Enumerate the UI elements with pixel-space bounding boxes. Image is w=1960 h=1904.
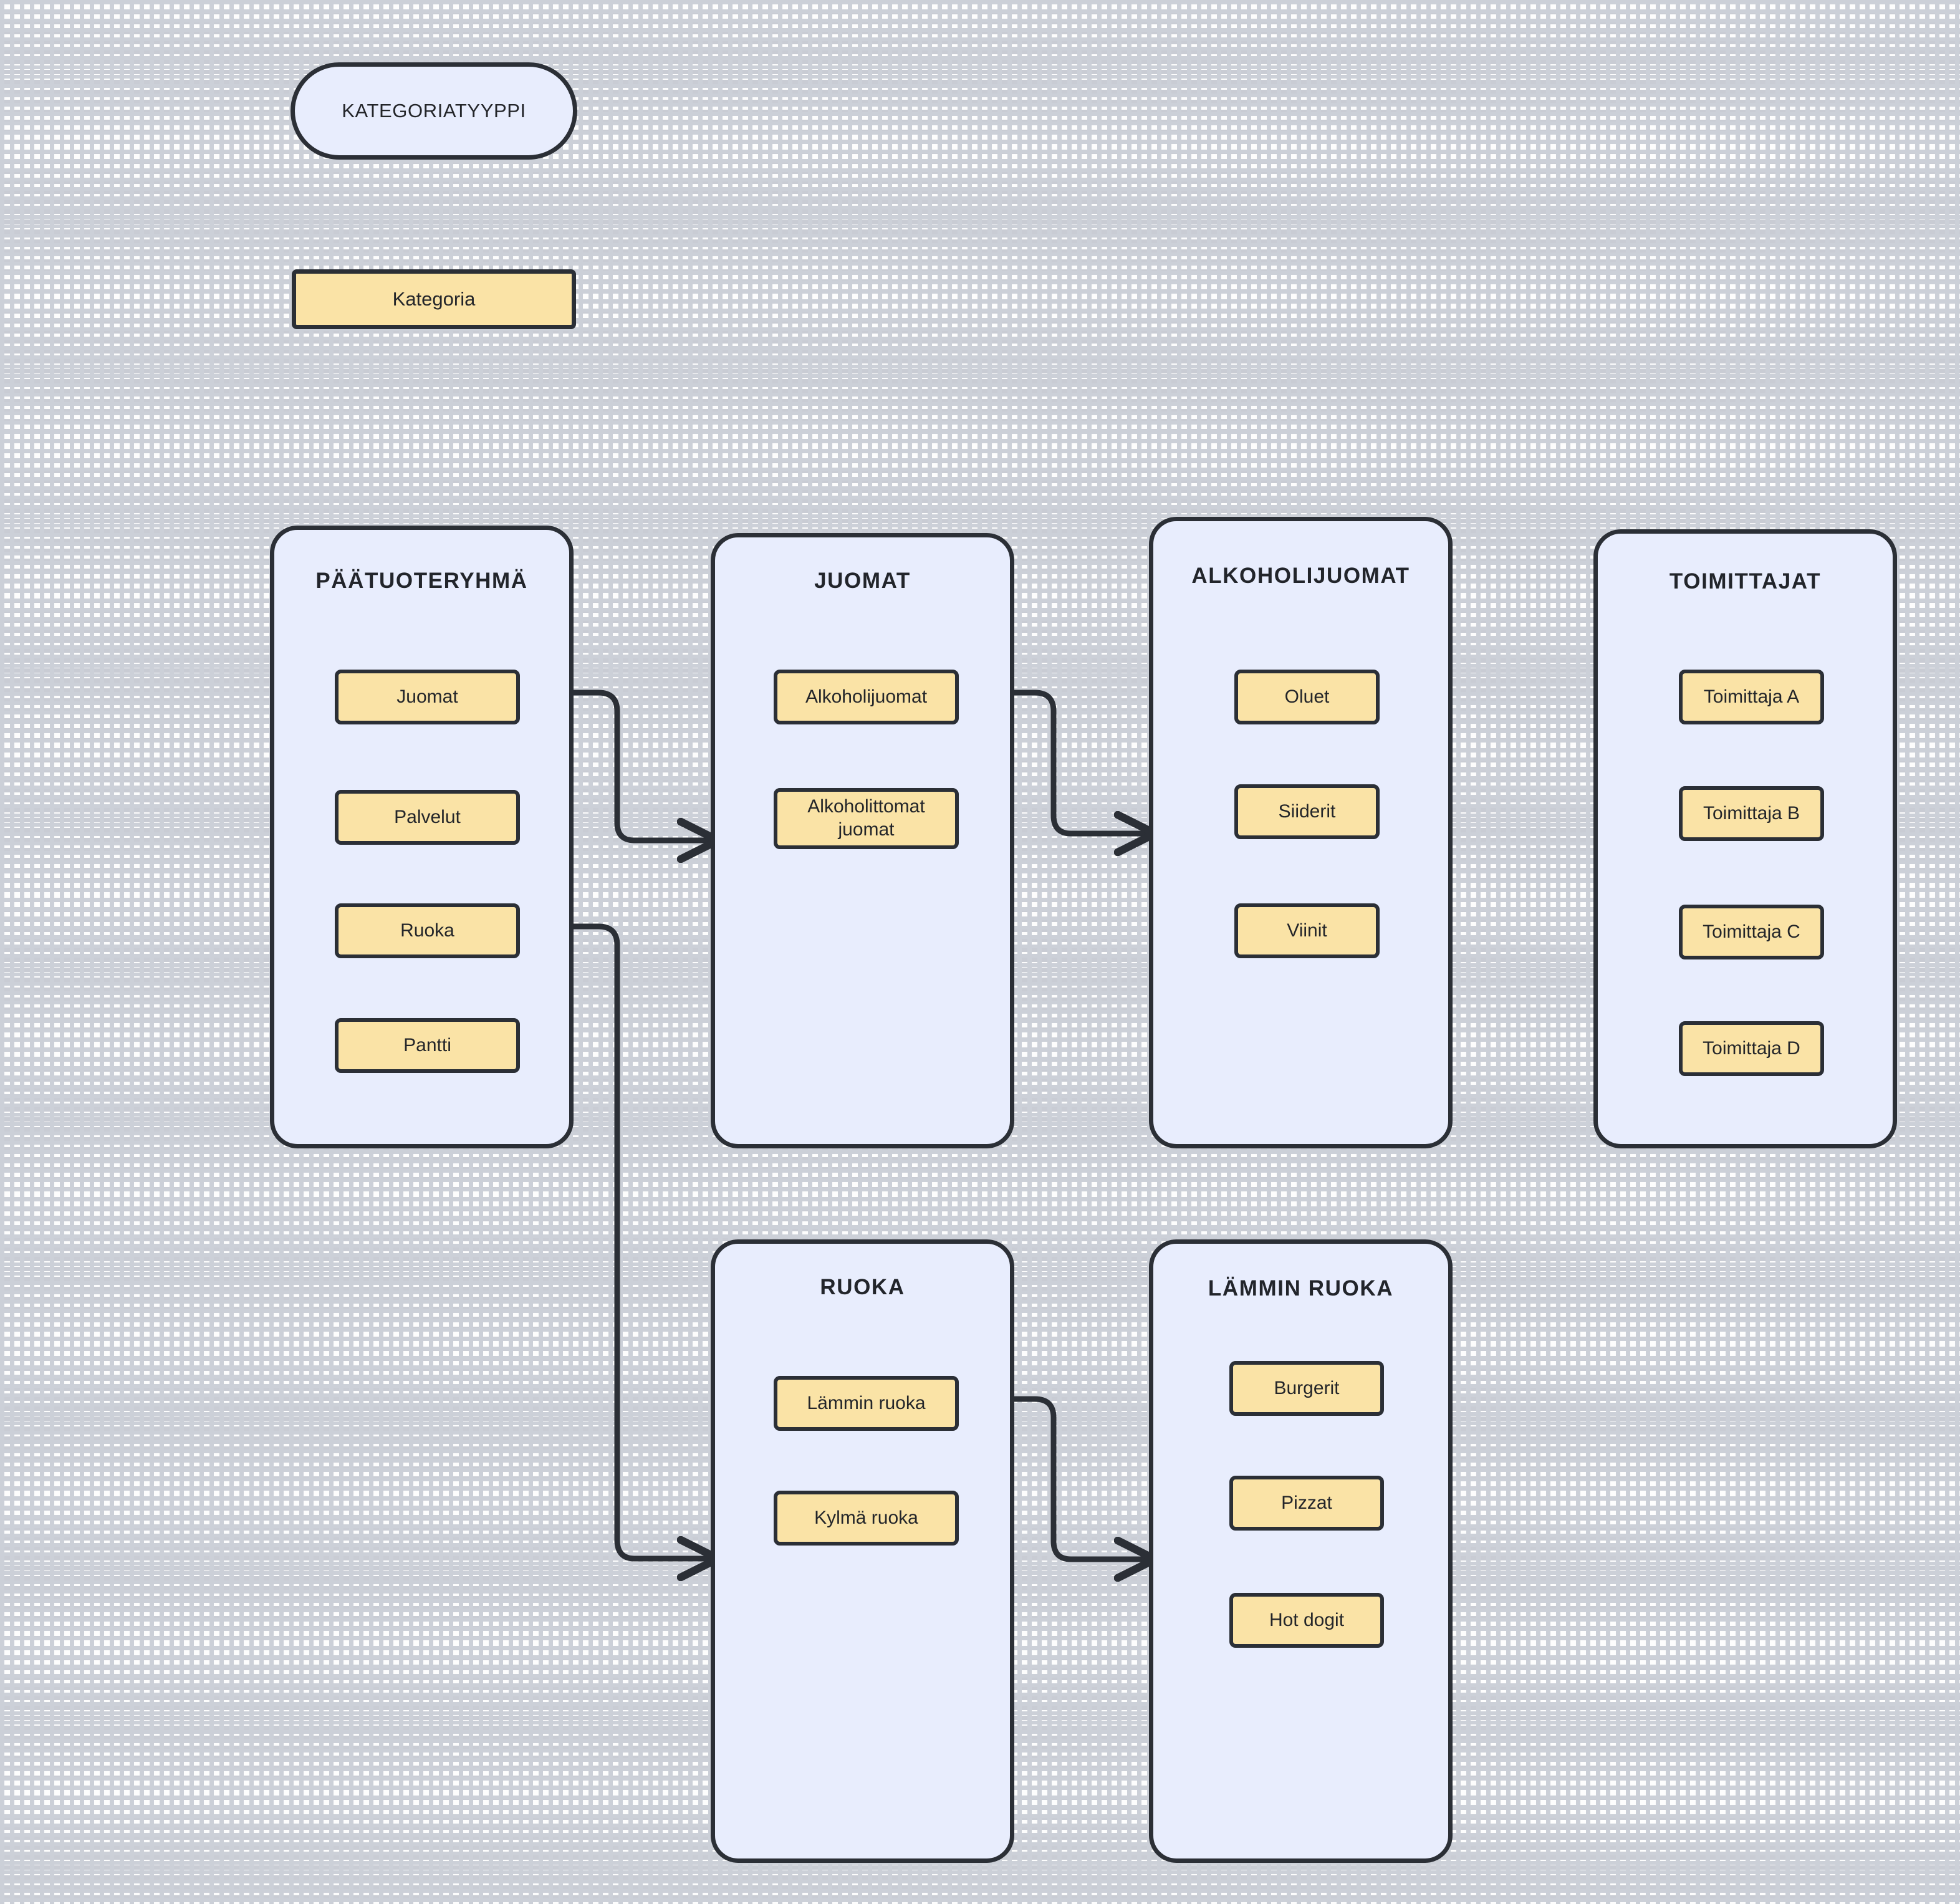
item-toimittaja-b[interactable]: Toimittaja B [1679,786,1824,841]
item-alkoholittomat-juomat[interactable]: Alkoholittomat juomat [774,788,959,849]
legend-category-type-label: KATEGORIATYYPPI [342,100,526,122]
item-viinit[interactable]: Viinit [1234,903,1380,958]
item-siiderit[interactable]: Siiderit [1234,784,1380,839]
item-lammin-ruoka[interactable]: Lämmin ruoka [774,1376,959,1431]
group-title-ruoka: RUOKA [820,1275,905,1299]
item-juomat[interactable]: Juomat [335,670,520,724]
item-ruoka[interactable]: Ruoka [335,903,520,958]
item-toimittaja-c[interactable]: Toimittaja C [1679,905,1824,959]
legend-category-type-shape[interactable]: KATEGORIATYYPPI [291,62,577,160]
group-alkoholijuomat[interactable]: ALKOHOLIJUOMAT Oluet Siiderit Viinit [1149,517,1453,1148]
item-kylma-ruoka[interactable]: Kylmä ruoka [774,1491,959,1546]
group-toimittajat[interactable]: TOIMITTAJAT Toimittaja A Toimittaja B To… [1593,529,1897,1148]
group-lammin-ruoka[interactable]: LÄMMIN RUOKA Burgerit Pizzat Hot dogit [1149,1239,1453,1863]
item-hot-dogit[interactable]: Hot dogit [1229,1593,1384,1648]
group-juomat[interactable]: JUOMAT Alkoholijuomat Alkoholittomat juo… [711,533,1014,1148]
item-toimittaja-d[interactable]: Toimittaja D [1679,1021,1824,1076]
legend-category-label: Kategoria [392,288,476,310]
item-palvelut[interactable]: Palvelut [335,790,520,845]
item-alkoholijuomat[interactable]: Alkoholijuomat [774,670,959,724]
item-pizzat[interactable]: Pizzat [1229,1476,1384,1531]
group-paatuoteryhma[interactable]: PÄÄTUOTERYHMÄ Juomat Palvelut Ruoka Pant… [270,526,574,1148]
group-title-paatuoteryhma: PÄÄTUOTERYHMÄ [315,569,528,593]
item-oluet[interactable]: Oluet [1234,670,1380,724]
legend-category-shape[interactable]: Kategoria [292,269,576,329]
group-title-juomat: JUOMAT [814,569,911,593]
group-ruoka[interactable]: RUOKA Lämmin ruoka Kylmä ruoka [711,1239,1014,1863]
item-burgerit[interactable]: Burgerit [1229,1361,1384,1416]
item-toimittaja-a[interactable]: Toimittaja A [1679,670,1824,724]
group-title-alkoholijuomat: ALKOHOLIJUOMAT [1191,564,1410,588]
item-pantti[interactable]: Pantti [335,1018,520,1073]
group-title-toimittajat: TOIMITTAJAT [1669,569,1822,594]
group-title-lammin-ruoka: LÄMMIN RUOKA [1208,1276,1394,1301]
